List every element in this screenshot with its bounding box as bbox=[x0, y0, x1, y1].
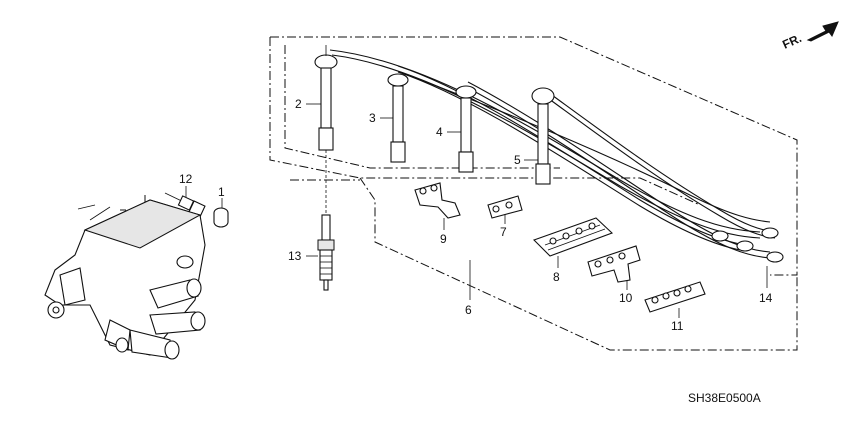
callout-14: 14 bbox=[759, 291, 773, 305]
callout-4: 4 bbox=[436, 125, 443, 139]
callout-3: 3 bbox=[369, 111, 376, 125]
leader-lines bbox=[185, 103, 768, 318]
direction-label: FR. bbox=[780, 31, 803, 52]
callout-1: 1 bbox=[218, 185, 225, 199]
distributor bbox=[44, 195, 206, 360]
callout-13: 13 bbox=[288, 249, 302, 263]
plug-wire-3 bbox=[387, 73, 409, 163]
plug-wire-5 bbox=[531, 87, 555, 185]
callout-labels: 1 2 3 4 5 6 7 8 9 10 11 12 13 14 bbox=[179, 97, 773, 333]
front-direction-arrow-icon: FR. bbox=[780, 21, 839, 52]
diagram-code: SH38E0500A bbox=[688, 391, 761, 405]
callout-9: 9 bbox=[440, 232, 447, 246]
holder-10 bbox=[587, 245, 641, 283]
plug-wire-4 bbox=[455, 85, 477, 173]
plug-wire-2 bbox=[314, 45, 338, 151]
callout-5: 5 bbox=[514, 153, 521, 167]
bolt-12 bbox=[164, 192, 206, 218]
spark-plug-13 bbox=[317, 150, 335, 291]
holder-set-boundary bbox=[290, 177, 798, 351]
cap-1 bbox=[213, 207, 229, 228]
holder-9 bbox=[414, 182, 461, 219]
holder-8 bbox=[532, 217, 614, 257]
callout-11: 11 bbox=[671, 319, 684, 333]
holder-7 bbox=[487, 195, 523, 219]
callout-8: 8 bbox=[553, 270, 560, 284]
callout-6: 6 bbox=[465, 303, 472, 317]
callout-7: 7 bbox=[500, 225, 507, 239]
holder-11 bbox=[644, 281, 706, 313]
wire-terminal-boots bbox=[711, 227, 784, 263]
callout-12: 12 bbox=[179, 172, 193, 186]
callout-2: 2 bbox=[295, 97, 302, 111]
callout-10: 10 bbox=[619, 291, 633, 305]
